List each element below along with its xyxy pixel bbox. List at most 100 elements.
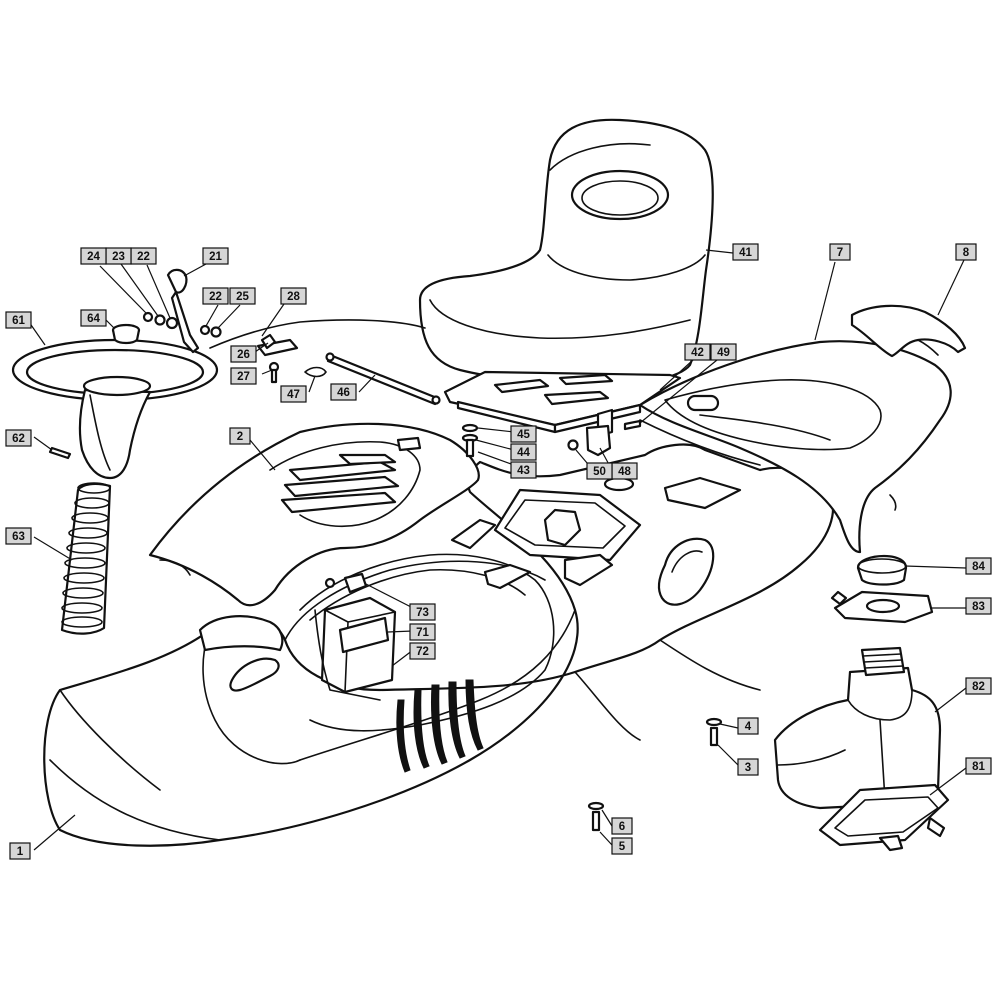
callout-number: 71 bbox=[416, 627, 429, 639]
fuel-tank bbox=[773, 646, 942, 810]
callout-box bbox=[684, 343, 711, 361]
callout-box bbox=[5, 429, 32, 447]
callout-number: 2 bbox=[237, 431, 243, 443]
callout-28: 28 bbox=[280, 287, 307, 305]
seat bbox=[418, 118, 714, 387]
callout-25: 25 bbox=[229, 287, 256, 305]
callout-box bbox=[586, 462, 613, 480]
callout-box bbox=[732, 243, 759, 261]
callout-box bbox=[330, 383, 357, 401]
callout-number: 50 bbox=[593, 466, 606, 478]
callout-box bbox=[409, 603, 436, 621]
callout-number: 49 bbox=[717, 347, 730, 359]
callout-box bbox=[710, 343, 737, 361]
callout-4: 4 bbox=[737, 717, 759, 735]
callout-box bbox=[829, 243, 851, 261]
callout-box bbox=[965, 557, 992, 575]
callout-42: 42 bbox=[684, 343, 711, 361]
callout-81: 81 bbox=[965, 757, 992, 775]
callout-22b: 22 bbox=[202, 287, 229, 305]
callout-5: 5 bbox=[611, 837, 633, 855]
callout-62: 62 bbox=[5, 429, 32, 447]
callout-number: 23 bbox=[112, 251, 125, 263]
callout-number: 43 bbox=[517, 465, 530, 477]
callout-box bbox=[955, 243, 977, 261]
callout-number: 22 bbox=[209, 291, 222, 303]
callout-number: 5 bbox=[619, 841, 626, 853]
callout-63: 63 bbox=[5, 527, 32, 545]
callout-box bbox=[202, 287, 229, 305]
callout-number: 3 bbox=[745, 762, 751, 774]
callout-box bbox=[409, 642, 436, 660]
callout-number: 42 bbox=[691, 347, 704, 359]
callout-number: 48 bbox=[618, 466, 631, 478]
callout-3: 3 bbox=[737, 758, 759, 776]
callout-83: 83 bbox=[965, 597, 992, 615]
seat-plate bbox=[443, 370, 682, 438]
throttle-cable bbox=[209, 319, 426, 349]
chassis-body bbox=[43, 443, 835, 847]
fuel-tank-tray bbox=[818, 783, 950, 852]
callout-number: 82 bbox=[972, 681, 985, 693]
callout-number: 61 bbox=[12, 315, 25, 327]
callout-72: 72 bbox=[409, 642, 436, 660]
callout-box bbox=[510, 443, 537, 461]
callout-number: 26 bbox=[237, 349, 250, 361]
callout-box bbox=[611, 837, 633, 855]
callout-box bbox=[230, 367, 257, 385]
callout-number: 41 bbox=[739, 247, 752, 259]
callout-7: 7 bbox=[829, 243, 851, 261]
callout-24: 24 bbox=[80, 247, 107, 265]
callout-73: 73 bbox=[409, 603, 436, 621]
callout-8: 8 bbox=[955, 243, 977, 261]
callout-box bbox=[229, 287, 256, 305]
callout-45: 45 bbox=[510, 425, 537, 443]
callout-27: 27 bbox=[230, 367, 257, 385]
callout-number: 27 bbox=[237, 371, 250, 383]
leader-lines bbox=[28, 249, 967, 851]
callout-box bbox=[409, 623, 436, 641]
callout-49: 49 bbox=[710, 343, 737, 361]
callout-23: 23 bbox=[105, 247, 132, 265]
callout-43: 43 bbox=[510, 461, 537, 479]
callout-61: 61 bbox=[5, 311, 32, 329]
callout-box bbox=[9, 842, 31, 860]
callout-2: 2 bbox=[229, 427, 251, 445]
callout-box bbox=[5, 527, 32, 545]
callout-41: 41 bbox=[732, 243, 759, 261]
callout-number: 44 bbox=[517, 447, 530, 459]
callout-number: 28 bbox=[287, 291, 300, 303]
callout-number: 22 bbox=[137, 251, 150, 263]
tail-trim bbox=[850, 304, 967, 358]
callout-box bbox=[965, 677, 992, 695]
callout-number: 1 bbox=[17, 846, 24, 858]
callout-number: 72 bbox=[416, 646, 429, 658]
callout-44: 44 bbox=[510, 443, 537, 461]
callout-82: 82 bbox=[965, 677, 992, 695]
callout-number: 4 bbox=[745, 721, 752, 733]
callout-number: 8 bbox=[963, 247, 970, 259]
callout-6: 6 bbox=[611, 817, 633, 835]
steering-wheel bbox=[11, 338, 219, 480]
steering-boot bbox=[60, 482, 112, 635]
callout-box bbox=[80, 309, 107, 327]
callout-box bbox=[230, 345, 257, 363]
callout-48: 48 bbox=[611, 462, 638, 480]
callout-box bbox=[510, 461, 537, 479]
callout-number: 63 bbox=[12, 531, 25, 543]
callout-number: 45 bbox=[517, 429, 530, 441]
callout-number: 21 bbox=[209, 251, 222, 263]
seat-rod bbox=[325, 352, 441, 406]
fuel-cap bbox=[856, 554, 908, 586]
callout-21: 21 bbox=[202, 247, 229, 265]
battery-box bbox=[314, 596, 397, 701]
rear-fender bbox=[638, 340, 952, 554]
callout-box bbox=[80, 247, 107, 265]
callout-box bbox=[510, 425, 537, 443]
callout-number: 62 bbox=[12, 433, 25, 445]
callout-box bbox=[5, 311, 32, 329]
callout-box bbox=[611, 817, 633, 835]
callout-84: 84 bbox=[965, 557, 992, 575]
